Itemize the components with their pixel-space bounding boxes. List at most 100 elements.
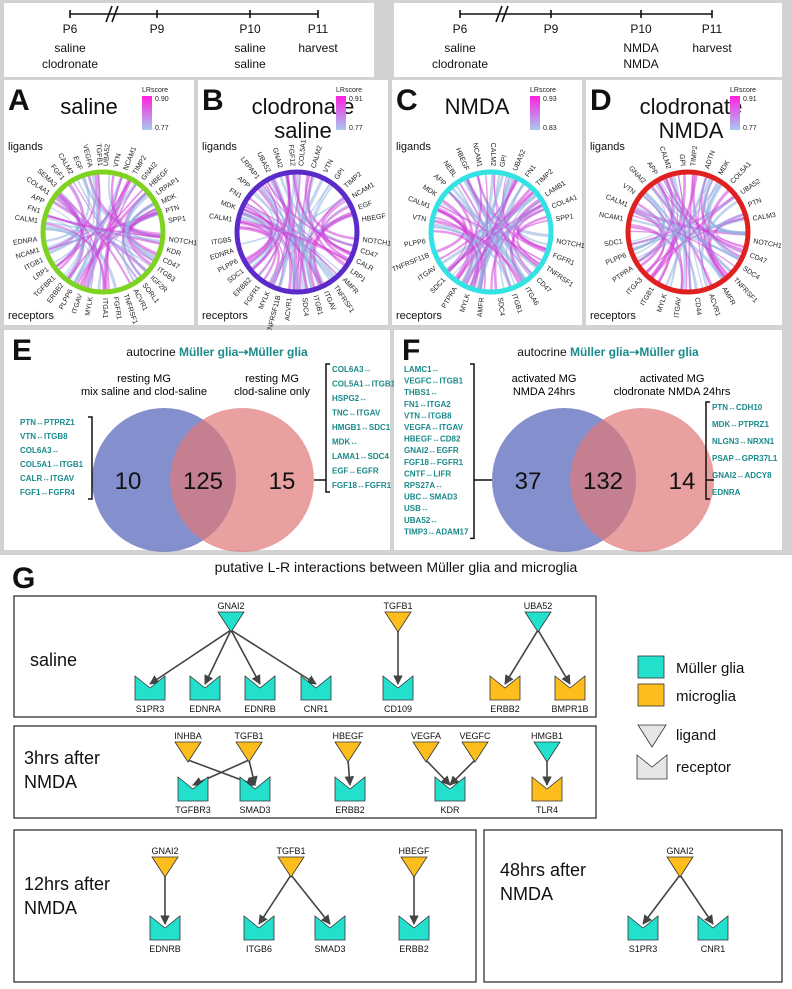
venn-left-gene: TIMP3↔ADAM17	[404, 527, 469, 536]
receptor-node: KDR	[434, 776, 466, 815]
legend-microglia-swatch	[637, 683, 665, 707]
condition-label: 48hrs after	[500, 860, 586, 880]
ligand-name: VEGFA	[411, 731, 441, 741]
chord-link	[650, 174, 698, 279]
venn-right-gene: FGF18↔FGFR1	[332, 481, 392, 490]
receptor-shape	[382, 675, 414, 701]
ligand-label: NCAM1	[471, 142, 483, 168]
receptor-shape	[177, 776, 209, 802]
ligand-triangle	[666, 856, 694, 878]
receptor-name: ITGB6	[246, 944, 272, 954]
lrscore-min: 0.77	[155, 125, 169, 132]
chord-link	[632, 194, 664, 252]
tl2-p10-line1: NMDA	[623, 41, 658, 55]
ligand-node: GNAI2	[666, 846, 694, 878]
chord-link	[451, 187, 525, 282]
chord-link	[45, 224, 91, 288]
receptor-name: EDNRA	[189, 704, 221, 714]
tl1-tick-p11: P11	[308, 22, 329, 36]
receptor-shape	[243, 915, 275, 941]
ligand-node: TGFB1	[234, 731, 264, 763]
chord-link	[321, 200, 352, 255]
venn-right-gene: GNAI2↔ADCY8	[712, 471, 772, 480]
chord-link	[239, 219, 349, 262]
venn-right-count: 14	[669, 468, 696, 495]
chord-link	[55, 197, 94, 289]
receptor-name: CNR1	[304, 704, 329, 714]
receptor-node: TLR4	[531, 776, 563, 815]
interaction-arrow	[679, 874, 714, 925]
venn-right-gene: COL6A3↔	[332, 365, 372, 374]
tl1-tick-p6: P6	[63, 22, 78, 36]
lrscore-min: 0.77	[349, 125, 363, 132]
ligand-name: HBEGF	[398, 846, 430, 856]
receptor-label: SDC4	[301, 297, 310, 316]
condition-label: saline	[30, 650, 77, 670]
receptor-node: ERBB2	[398, 915, 430, 954]
chord-link	[637, 178, 711, 263]
ligand-name: GNAI2	[666, 846, 693, 856]
venn-left-gene: LAMC1↔	[404, 365, 440, 374]
receptor-label: MYLK	[85, 296, 95, 316]
chord-title: NMDA	[659, 118, 724, 143]
ligands-label: ligands	[202, 141, 237, 153]
interaction-arrow	[425, 759, 451, 786]
chord-link	[633, 210, 725, 280]
venn-left-gene: HBEGF↔CD82	[404, 435, 461, 444]
ligand-label: TGFB1	[94, 143, 103, 166]
ligand-triangle	[412, 741, 440, 763]
tl1-p11-line1: harvest	[298, 41, 338, 55]
ligand-node: UBA52	[524, 601, 553, 633]
venn-right-label: resting MG	[245, 373, 299, 385]
lrscore-gradient	[142, 96, 152, 130]
receptor-node: ERBB2	[334, 776, 366, 815]
receptor-node: S1PR3	[627, 915, 659, 954]
receptor-name: BMPR1B	[551, 704, 588, 714]
lrscore-label: LRscore	[530, 87, 556, 94]
panel-letter-g: G	[12, 562, 35, 595]
receptor-name: TGFBR3	[175, 805, 211, 815]
receptor-label: PLPP6	[404, 238, 427, 249]
legend-muller-swatch	[637, 655, 665, 679]
chord-link	[273, 174, 302, 286]
tl2-p6-line1: saline	[444, 41, 476, 55]
ligand-label: FN1	[26, 205, 41, 216]
venn-right-bracket	[325, 363, 330, 493]
venn-right-label: clod-saline only	[234, 386, 310, 398]
ligand-node: VEGFC	[459, 731, 491, 763]
ligand-triangle	[400, 856, 428, 878]
venn-left-gene: FGF18↔FGFR1	[404, 458, 464, 467]
chord-link	[659, 180, 731, 272]
venn-left-gene: VEGFC↔ITGB1	[404, 377, 464, 386]
tl1-p10-line1: saline	[234, 41, 266, 55]
receptor-name: S1PR3	[136, 704, 165, 714]
receptor-node: EDNRA	[189, 675, 221, 714]
panel-letter: C	[396, 84, 418, 117]
tl2-p11-line1: harvest	[692, 41, 732, 55]
receptor-name: CD109	[384, 704, 412, 714]
lrscore-min: 0.83	[543, 125, 557, 132]
receptor-label: SDC1	[604, 238, 624, 248]
venn-left-gene: UBA52↔	[404, 516, 438, 525]
ligand-label: GPI	[499, 154, 508, 167]
interaction-arrow	[290, 874, 331, 925]
ligands-label: ligands	[8, 141, 43, 153]
ligands-label: ligands	[396, 141, 431, 153]
ligand-name: UBA52	[524, 601, 553, 611]
receptor-node: CNR1	[697, 915, 729, 954]
chord-ring	[234, 169, 360, 295]
receptor-shape	[189, 675, 221, 701]
chord-link	[432, 229, 480, 288]
venn-left-label: NMDA 24hrs	[513, 386, 576, 398]
legend-receptor-label: receptor	[676, 759, 731, 776]
chord-link	[312, 213, 353, 286]
chord-link	[469, 179, 518, 287]
receptor-name: ERBB2	[335, 805, 365, 815]
